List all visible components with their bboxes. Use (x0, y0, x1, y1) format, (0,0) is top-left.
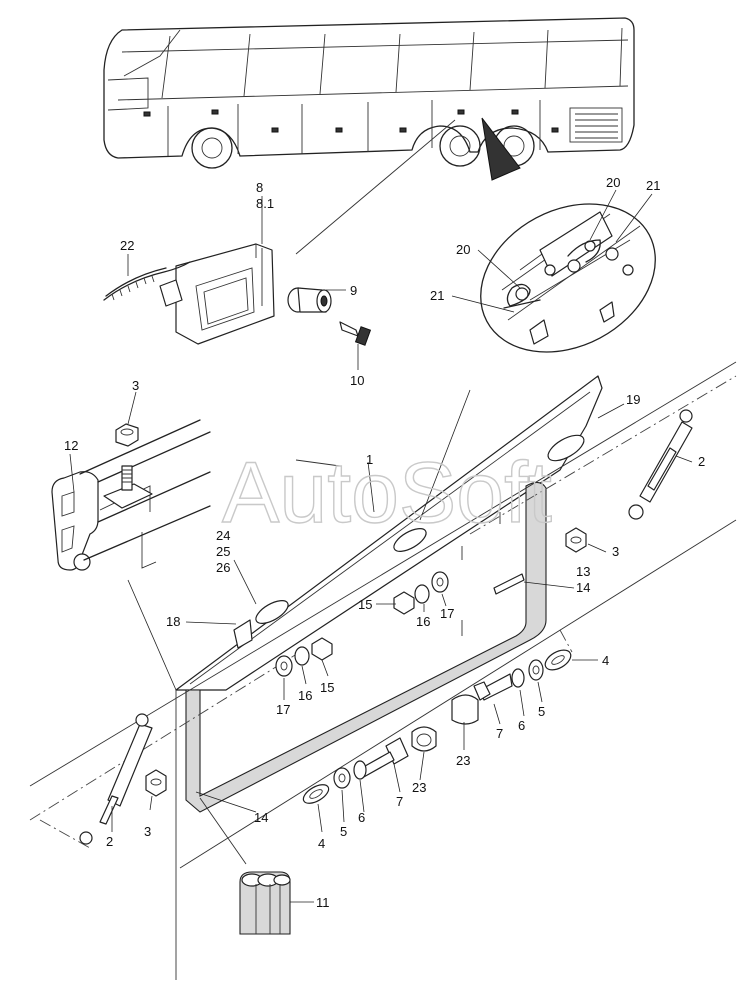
callout-22: 22 (120, 238, 134, 253)
door-panel (175, 375, 603, 691)
callout-25: 25 (216, 544, 230, 559)
callout-24: 24 (216, 528, 230, 543)
callout-3b: 3 (612, 544, 619, 559)
callout-8-1: 8.1 (256, 196, 274, 211)
callout-17a: 17 (440, 606, 454, 621)
callout-1: 1 (366, 452, 373, 467)
lock-cylinder (287, 287, 332, 313)
rail-profile (51, 419, 211, 571)
callout-2b: 2 (106, 834, 113, 849)
callout-13: 13 (576, 564, 590, 579)
fasteners (145, 527, 587, 804)
callout-15a: 15 (358, 597, 372, 612)
callout-14b: 14 (254, 810, 268, 825)
callout-21b: 21 (430, 288, 444, 303)
lock-assembly (103, 243, 275, 345)
callout-5b: 5 (340, 824, 347, 839)
callout-15b: 15 (320, 680, 334, 695)
callout-14a: 14 (576, 580, 590, 595)
gas-strut-right (628, 409, 693, 520)
callout-23a: 23 (456, 753, 470, 768)
callout-19: 19 (626, 392, 640, 407)
callout-20b: 20 (456, 242, 470, 257)
callout-21a: 21 (646, 178, 660, 193)
callout-6b: 6 (358, 810, 365, 825)
seal-profile (199, 797, 291, 935)
callout-11: 11 (316, 895, 330, 910)
callout-4a: 4 (602, 653, 609, 668)
callout-16b: 16 (298, 688, 312, 703)
callout-23b: 23 (412, 780, 426, 795)
hinge-detail-view (480, 203, 656, 353)
watermark: AutoSoft (222, 445, 552, 541)
callout-3a: 3 (132, 378, 139, 393)
callout-2a: 2 (698, 454, 705, 469)
callout-18: 18 (166, 614, 180, 629)
callout-12: 12 (64, 438, 78, 453)
callout-7b: 7 (396, 794, 403, 809)
callout-7a: 7 (496, 726, 503, 741)
callout-9: 9 (350, 283, 357, 298)
callout-6a: 6 (518, 718, 525, 733)
key (339, 321, 372, 346)
callout-16a: 16 (416, 614, 430, 629)
callout-20a: 20 (606, 175, 620, 190)
callout-3c: 3 (144, 824, 151, 839)
leader-lines (69, 189, 693, 903)
callout-26: 26 (216, 560, 230, 575)
callout-labels: 8 8.1 22 9 10 20 21 20 21 3 12 19 1 2 3 … (64, 175, 705, 910)
callout-4b: 4 (318, 836, 325, 851)
callout-10: 10 (350, 373, 364, 388)
construction-lines (29, 361, 737, 869)
gas-strut-left (79, 713, 153, 845)
door-seal (175, 481, 547, 980)
callout-5a: 5 (538, 704, 545, 719)
callout-17b: 17 (276, 702, 290, 717)
callout-8: 8 (256, 180, 263, 195)
bus-illustration (103, 17, 635, 255)
